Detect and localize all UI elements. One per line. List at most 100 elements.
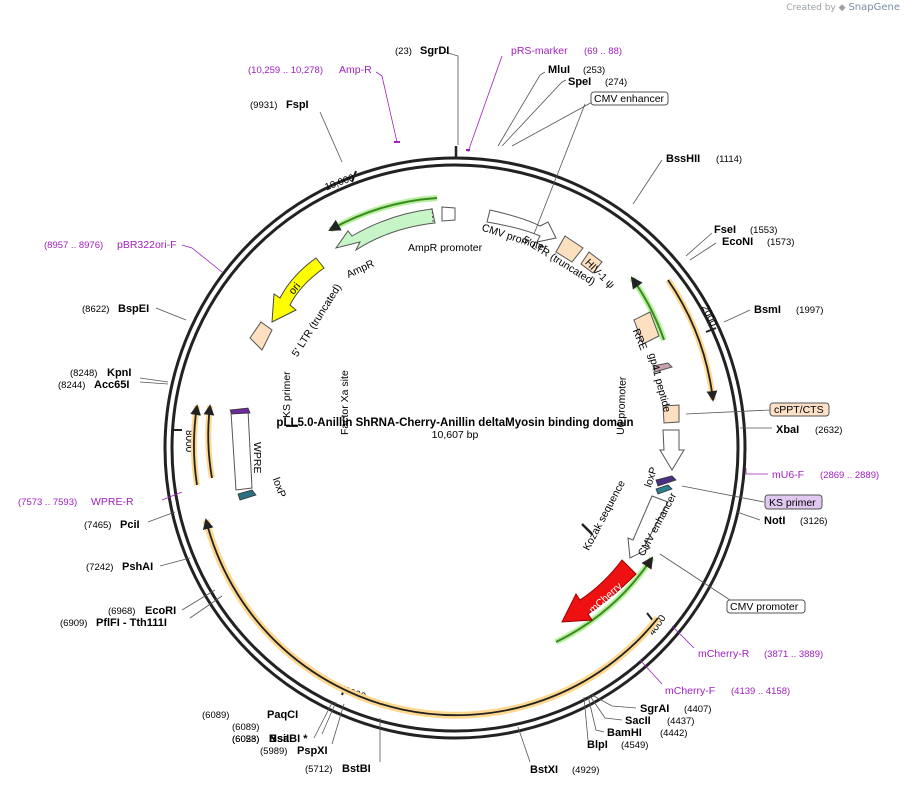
right-orange-arc bbox=[665, 278, 716, 401]
ori-arrow[interactable] bbox=[271, 257, 325, 323]
enzyme-name[interactable]: SgrDI bbox=[420, 45, 449, 57]
enzyme-name[interactable]: SpeI bbox=[568, 76, 591, 88]
cppt-cts-box[interactable] bbox=[769, 402, 830, 417]
enzyme-name[interactable]: PflFI - Tth111I bbox=[96, 617, 167, 629]
primer-range: (8957 .. 8976) bbox=[44, 240, 103, 251]
enzyme-name[interactable]: PaqCI bbox=[267, 709, 298, 721]
ltr-right-box[interactable] bbox=[555, 235, 584, 263]
cmv-promoter-box[interactable] bbox=[726, 599, 806, 614]
enzyme-name[interactable]: SacII bbox=[625, 715, 651, 727]
enzyme-name[interactable]: EcoRI bbox=[145, 605, 176, 617]
enzyme-name[interactable]: XbaI bbox=[776, 424, 799, 436]
plasmid-length: 10,607 bp bbox=[432, 429, 479, 441]
enzyme-name[interactable]: BssHII bbox=[666, 153, 700, 165]
enzyme-pos: (4442) bbox=[660, 728, 687, 739]
u6-promoter-arrow[interactable] bbox=[659, 429, 685, 471]
enzyme-name[interactable]: BstXI bbox=[530, 764, 558, 776]
primer-name[interactable]: mCherry-R bbox=[698, 648, 750, 660]
enzyme-pos: (5989) bbox=[260, 746, 287, 757]
left-orange-line-2 bbox=[203, 404, 215, 479]
enzyme-name[interactable]: NotI bbox=[764, 515, 785, 527]
mcherry-arrow[interactable] bbox=[561, 559, 637, 623]
enzyme-pos: (1997) bbox=[796, 305, 823, 316]
primer-name[interactable]: pRS-marker bbox=[511, 45, 568, 57]
ks-primer-box-label: KS primer bbox=[769, 497, 816, 509]
ks-primer-box[interactable] bbox=[764, 494, 823, 510]
u6-promoter-label: U6 promoter bbox=[615, 376, 629, 435]
hiv-psi-box[interactable] bbox=[580, 251, 603, 274]
enzyme-name[interactable]: NsiI bbox=[269, 733, 289, 745]
tick-2000: 2000 bbox=[699, 304, 719, 329]
credit-brand: SnapGene bbox=[848, 2, 900, 13]
primer-name[interactable]: mCherry-F bbox=[665, 685, 715, 697]
primer-range: (7573 .. 7593) bbox=[18, 497, 77, 508]
primer-name[interactable]: mU6-F bbox=[772, 469, 804, 481]
cmv-enhancer-box-label: CMV enhancer bbox=[594, 93, 665, 105]
big-orange-line bbox=[202, 518, 659, 717]
ks-primer-marker-right[interactable] bbox=[655, 484, 673, 495]
ampr-arrow[interactable] bbox=[334, 208, 436, 252]
enzyme-pos: (4549) bbox=[621, 740, 648, 751]
enzyme-name[interactable]: BsmI bbox=[754, 304, 781, 316]
tick-8000: 8000 bbox=[183, 430, 194, 453]
backbone-inner bbox=[170, 163, 740, 733]
enzyme-name[interactable]: MluI bbox=[548, 64, 570, 76]
primer-name[interactable]: Amp-R bbox=[339, 64, 372, 76]
ampr-promoter-arrow[interactable] bbox=[441, 206, 456, 222]
cmv-promoter-arrow[interactable] bbox=[486, 209, 557, 243]
factor-xa-label: Factor Xa site bbox=[339, 370, 351, 435]
enzyme-name[interactable]: SgrAI bbox=[640, 703, 669, 715]
enzyme-pos: (8622) bbox=[82, 304, 109, 315]
boxed-labels: CMV enhancer cPPT/CTS KS primer CMV prom… bbox=[590, 91, 830, 614]
enzyme-name[interactable]: PciI bbox=[120, 519, 140, 531]
enzyme-name[interactable]: FspI bbox=[286, 99, 309, 111]
cmv-promoter-box-label: CMV promoter bbox=[730, 601, 799, 613]
loxp-right-label: loxP bbox=[642, 466, 660, 489]
primer-name[interactable]: WPRE-R bbox=[91, 496, 134, 508]
gp41-arrow[interactable] bbox=[652, 362, 673, 373]
loxp-left-marker[interactable] bbox=[237, 489, 257, 501]
ltr-left-box[interactable] bbox=[249, 321, 273, 351]
wpre-box[interactable] bbox=[230, 409, 253, 491]
ampr-promoter-label: AmpR promoter bbox=[408, 242, 483, 254]
enzyme-pos: (1573) bbox=[767, 237, 794, 248]
loxp-left-label: loxP bbox=[270, 476, 288, 499]
enzyme-name[interactable]: EcoNI bbox=[722, 236, 753, 248]
wpre-label: WPRE bbox=[251, 442, 263, 474]
enzyme-name[interactable]: Acc65I bbox=[94, 379, 129, 391]
rre-box[interactable] bbox=[633, 311, 660, 345]
enzyme-name[interactable]: BamHI bbox=[607, 727, 642, 739]
enzyme-name[interactable]: BlpI bbox=[587, 739, 608, 751]
cppt-box[interactable] bbox=[662, 404, 680, 424]
ks-primer-marker-left[interactable] bbox=[229, 407, 251, 415]
primer-range: (10,259 .. 10,278) bbox=[248, 65, 323, 76]
enzyme-name[interactable]: PspXI bbox=[297, 745, 328, 757]
enzyme-name[interactable]: FseI bbox=[714, 224, 736, 236]
kozak-mark bbox=[581, 523, 593, 535]
lower-right-green-line bbox=[555, 556, 654, 643]
enzyme-name-bsabi[interactable]: BsaBI * bbox=[269, 733, 308, 745]
cmv-enhancer-box[interactable] bbox=[590, 91, 669, 106]
primer-range: (4139 .. 4158) bbox=[731, 686, 790, 697]
loxp-right-marker[interactable] bbox=[655, 475, 677, 487]
primer-range: (69 .. 88) bbox=[584, 46, 622, 57]
cmv-enhancer-arrow[interactable] bbox=[627, 495, 669, 559]
enzyme-pos: (6968) bbox=[108, 606, 135, 617]
enzyme-name[interactable]: BspEI bbox=[118, 303, 149, 315]
enzyme-name[interactable]: BstBI bbox=[342, 763, 371, 775]
enzyme-pos: (8244) bbox=[58, 380, 85, 391]
enzyme-name[interactable]: PshAI bbox=[122, 561, 153, 573]
ampr-orf-line bbox=[328, 197, 438, 231]
primer-name[interactable]: pBR322ori-F bbox=[117, 239, 177, 251]
enzyme-pos: (5712) bbox=[305, 764, 332, 775]
gp41-label: gp41 peptide bbox=[646, 352, 673, 414]
right-top-green-line bbox=[630, 276, 665, 341]
enzyme-pos: (3126) bbox=[800, 516, 827, 527]
ks-primer-left-label: KS primer bbox=[281, 371, 293, 418]
plasmid-name: pLL5.0-Anillin ShRNA-Cherry-Anillin delt… bbox=[276, 417, 633, 429]
enzyme-pos: (274) bbox=[605, 77, 627, 88]
enzyme-pos: (7465) bbox=[84, 520, 111, 531]
enzyme-name[interactable]: KpnI bbox=[107, 367, 131, 379]
cppt-cts-box-label: cPPT/CTS bbox=[774, 404, 824, 416]
ampr-label: AmpR bbox=[345, 257, 377, 280]
